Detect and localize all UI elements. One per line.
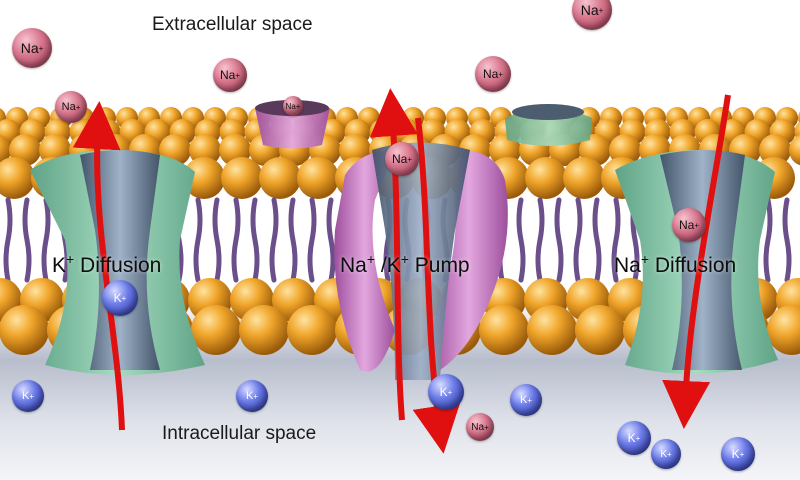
ion-symbol: Na <box>391 152 408 166</box>
lipid-head <box>479 305 529 355</box>
lipid-tail <box>326 197 336 283</box>
lipid-head <box>191 305 241 355</box>
lipid-tail <box>573 197 583 283</box>
lipid-head <box>259 157 301 199</box>
lipid-head <box>221 157 263 199</box>
sodium-ion: Na+ <box>213 58 247 92</box>
background-channel-green <box>505 104 592 146</box>
lipid-tail <box>212 197 222 283</box>
lipid-tail <box>763 197 773 283</box>
lipid-head <box>0 305 49 355</box>
lipid-head <box>767 305 800 355</box>
lipid-tail <box>41 197 51 283</box>
ion-charge: + <box>295 101 301 111</box>
ion-symbol: K <box>245 390 254 402</box>
na-influx-arrow <box>662 94 731 429</box>
potassium-ion: K+ <box>236 380 268 412</box>
ion-charge: + <box>253 391 258 401</box>
potassium-ion: K+ <box>721 437 755 471</box>
k-efflux-arrow <box>72 101 125 431</box>
ion-symbol: K <box>731 447 740 461</box>
lipid-tail <box>782 197 792 283</box>
potassium-ion: K+ <box>428 374 464 410</box>
ion-charge: + <box>29 391 34 401</box>
lipid-head <box>287 305 337 355</box>
sodium-ion: Na+ <box>12 28 52 68</box>
ion-charge: + <box>121 293 127 303</box>
lipid-head <box>0 157 35 199</box>
ion-charge: + <box>635 433 641 443</box>
ion-symbol: K <box>519 394 528 406</box>
lipid-head <box>189 134 221 166</box>
ion-symbol: Na <box>580 2 599 18</box>
potassium-ion: K+ <box>12 380 44 412</box>
ion-charge: + <box>739 449 745 459</box>
ion-charge: + <box>527 395 532 405</box>
lipid-head <box>789 134 800 166</box>
ion-charge: + <box>38 43 44 53</box>
ion-symbol: Na <box>678 218 695 232</box>
ion-symbol: Na <box>61 101 76 113</box>
ion-symbol: K <box>439 385 448 399</box>
ion-charge: + <box>498 69 503 79</box>
ion-charge: + <box>667 449 672 459</box>
lipid-head <box>239 305 289 355</box>
sodium-ion: Na+ <box>672 208 706 242</box>
lipid-head <box>527 305 577 355</box>
lipid-tail <box>592 197 602 283</box>
lipid-tail <box>611 197 621 283</box>
ion-charge: + <box>598 5 604 15</box>
ion-symbol: K <box>627 431 636 445</box>
ion-symbol: Na <box>219 68 236 82</box>
lipid-head <box>297 157 339 199</box>
ion-symbol: Na <box>20 40 39 56</box>
lipid-head <box>0 134 11 166</box>
ion-charge: + <box>75 102 81 112</box>
lipid-tail <box>269 197 279 283</box>
ion-charge: + <box>235 70 240 80</box>
ion-symbol: K <box>113 291 122 305</box>
ion-symbol: Na <box>482 67 499 81</box>
lipid-head <box>525 157 567 199</box>
lipid-tail <box>193 197 203 283</box>
sodium-ion: Na+ <box>466 413 494 441</box>
lipid-tail <box>554 197 564 283</box>
lipid-tail <box>3 197 13 283</box>
sodium-ion: Na+ <box>475 56 511 92</box>
potassium-ion: K+ <box>102 280 138 316</box>
ion-charge: + <box>447 387 453 397</box>
lipid-tail <box>231 197 241 283</box>
potassium-ion: K+ <box>617 421 651 455</box>
sodium-ion: Na+ <box>385 142 419 176</box>
ion-charge: + <box>694 220 699 230</box>
lipid-head <box>183 157 225 199</box>
sodium-ion: Na+ <box>55 91 87 123</box>
ion-symbol: Na <box>285 101 296 111</box>
lipid-tail <box>535 197 545 283</box>
lipid-tail <box>250 197 260 283</box>
lipid-tail <box>516 197 526 283</box>
potassium-ion: K+ <box>510 384 542 416</box>
lipid-tail <box>307 197 317 283</box>
lipid-tail <box>22 197 32 283</box>
potassium-ion: K+ <box>651 439 681 469</box>
lipid-head <box>575 305 625 355</box>
ion-symbol: Na <box>471 421 485 433</box>
ion-symbol: K <box>21 390 30 402</box>
ion-charge: + <box>484 422 489 432</box>
lipid-head <box>759 134 791 166</box>
ion-symbol: K <box>660 448 667 460</box>
ion-charge: + <box>407 154 412 164</box>
lipid-tail <box>288 197 298 283</box>
sodium-ion: Na+ <box>283 96 303 116</box>
lipid-head <box>563 157 605 199</box>
